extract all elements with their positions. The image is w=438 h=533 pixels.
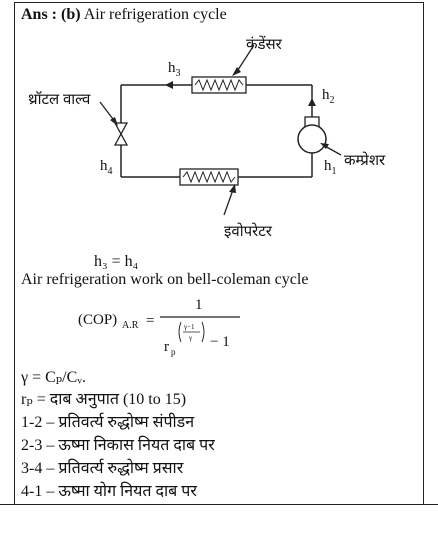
valve-arrowhead xyxy=(110,117,118,126)
cop-lhs-subscript: A.R xyxy=(122,320,139,331)
cycle-loop xyxy=(120,84,313,178)
h2-label: h2 xyxy=(322,87,335,106)
condenser-arrowhead xyxy=(232,67,241,76)
condenser-label: कंडेंसर xyxy=(246,35,283,53)
compressor-label: कम्प्रेशर xyxy=(344,151,386,169)
exponent-right-paren xyxy=(201,321,205,343)
exponent-numerator: γ−1 xyxy=(183,323,195,331)
h3-label: h3 xyxy=(168,60,181,79)
answer-title: Air refrigeration cycle xyxy=(83,6,227,23)
answer-heading: Ans : (b) Air refrigeration cycle xyxy=(21,7,227,23)
compressor-arrowhead xyxy=(320,143,329,149)
refrigeration-cycle-diagram: कंडेंसर थ्रॉटल वाल्व कम्प्रेशर इवोपरेटर … xyxy=(28,35,386,240)
condenser-coil xyxy=(191,76,247,94)
compressor xyxy=(297,116,327,154)
throttle-valve xyxy=(113,122,129,146)
pressure-ratio-line: rₚ = दाब अनुपात (10 to 15) xyxy=(21,391,187,408)
process-3-4: 3-4 – प्रतिवर्त्य रुद्धोष्म प्रसार xyxy=(21,460,184,477)
process-1-2: 1-2 – प्रतिवर्त्य रुद्धोष्म संपीडन xyxy=(21,414,195,431)
gamma-definition: γ = Cₚ/Cᵥ. xyxy=(21,369,86,386)
cop-lhs: (COP) xyxy=(78,312,117,328)
cop-minus-one: − 1 xyxy=(210,334,230,350)
process-4-1: 4-1 – ऊष्मा योग नियत दाब पर xyxy=(21,483,197,500)
flow-arrow-right xyxy=(308,98,316,106)
flow-arrow-top xyxy=(165,81,173,89)
cop-formula: (COP) A.R = 1 r p γ−1 γ − 1 xyxy=(78,297,240,357)
enthalpy-equation: h₃ = h₄ xyxy=(94,253,139,270)
cop-base-subscript: p xyxy=(171,347,176,357)
cop-base: r xyxy=(164,339,169,355)
evaporator-arrowhead xyxy=(229,184,236,193)
h4-label: h4 xyxy=(100,158,113,177)
evaporator-label: इवोपरेटर xyxy=(224,222,273,240)
throttle-valve-label: थ्रॉटल वाल्व xyxy=(28,90,91,108)
answer-prefix: Ans : (b) xyxy=(21,6,81,23)
bottom-divider xyxy=(0,504,438,505)
h1-label: h1 xyxy=(324,158,337,177)
process-2-3: 2-3 – ऊष्मा निकास नियत दाब पर xyxy=(21,437,215,454)
answer-box xyxy=(14,2,424,505)
bell-coleman-line: Air refrigeration work on bell-coleman c… xyxy=(21,271,309,288)
exponent-denominator: γ xyxy=(188,334,192,342)
cop-numerator: 1 xyxy=(195,297,203,313)
evaporator-coil xyxy=(179,168,239,186)
exponent-left-paren xyxy=(178,321,182,343)
cop-equals: = xyxy=(146,313,154,329)
